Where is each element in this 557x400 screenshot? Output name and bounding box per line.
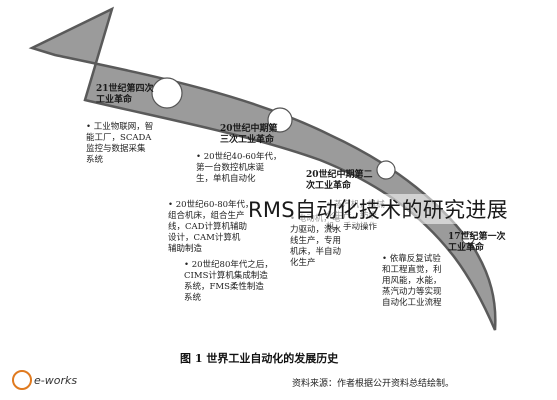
era-title-first: 17世纪第一次 工业革命 (448, 232, 506, 253)
milestone-circle-mid20th (267, 107, 293, 133)
overlay-title: RMS自动化技术的研究进展 (248, 194, 508, 224)
note-early-automation: • 依靠反复试验 和工程直觉，利 用风能，水能， 蒸汽动力等实现 自动化工业流程 (382, 254, 442, 308)
note-fourth-revolution: • 工业物联网，智 能工厂，SCADA 监控与数据采集 系统 (86, 122, 154, 165)
note-cims-fms: • 20世纪80年代之后， CIMS计算机集成制造 系统，FMS柔性制造 系统 (184, 260, 273, 303)
milestone-circle-21st (151, 77, 183, 109)
note-cad-cam: • 20世纪60-80年代， 组合机床，组合生产 线，CAD计算机辅助 设计，C… (168, 200, 254, 254)
e-works-logo: e-works (12, 370, 77, 390)
figure-caption: 图 1 世界工业自动化的发展历史 (180, 352, 339, 365)
timeline-band (28, 6, 497, 331)
era-title-third: 20世纪中期第 三次工业革命 (220, 124, 278, 145)
era-title-fourth: 21世纪第四次 工业革命 (96, 84, 154, 105)
milestone-circle-second (376, 160, 396, 180)
note-single-machine: • 20世纪40-60年代， 第一台数控机床诞 生，单机自动化 (196, 152, 282, 184)
source-note: 资料来源：作者根据公开资料总结绘制。 (292, 379, 455, 389)
milestone-circle-17th (461, 231, 475, 245)
era-title-second: 20世纪中期第二 次工业革命 (306, 170, 373, 191)
svg-text:e-works: e-works (34, 374, 77, 387)
